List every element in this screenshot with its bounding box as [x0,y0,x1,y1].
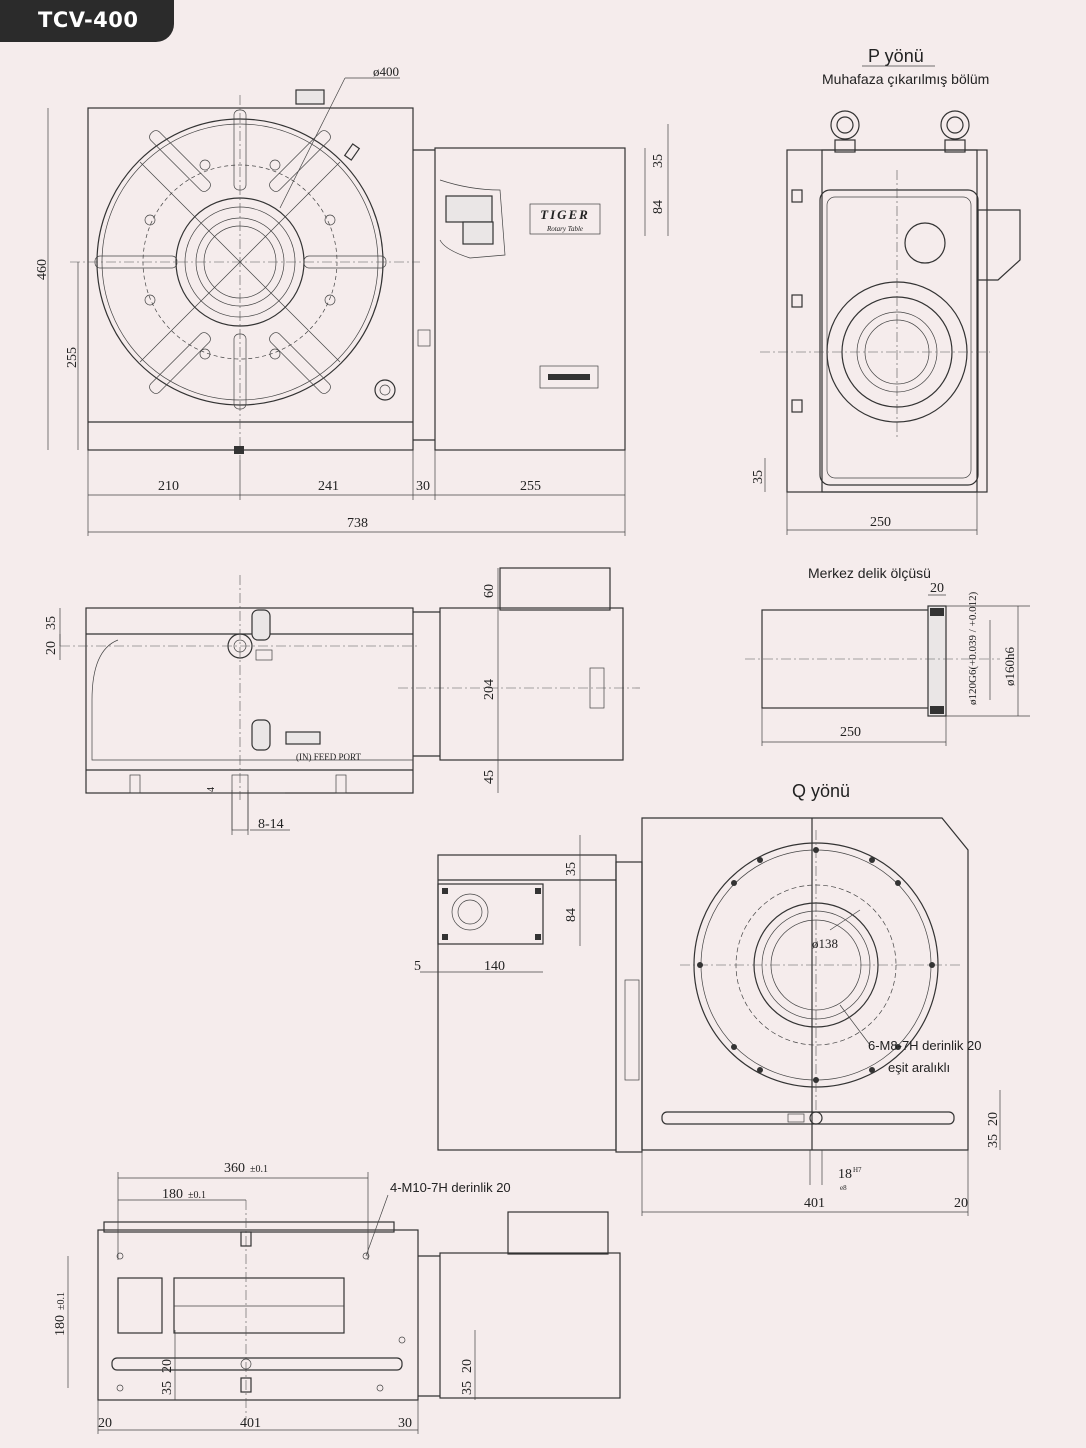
top-dim-180-tol: ±0.1 [188,1190,206,1201]
q-dim-401: 401 [804,1196,825,1211]
dim-35: 35 [651,154,666,168]
top-dim-30: 30 [398,1416,412,1431]
dim-30: 30 [416,479,430,494]
side-dim-20: 20 [44,641,59,655]
side-dim-45: 45 [482,770,497,784]
top-view: 360 ±0.1 180 ±0.1 4-M10-7H derinlik 20 1… [53,1161,621,1434]
ch-dim-250: 250 [840,725,861,740]
top-dim-360-tol: ±0.1 [250,1164,268,1175]
dim-241: 241 [318,479,339,494]
q-dim-138: ø138 [812,936,838,951]
front-view: TIGER Rotary Table ø400 460 255 35 84 21… [35,64,669,536]
p-dim-250: 250 [870,515,891,530]
q-dim-35b: 35 [986,1134,1001,1148]
center-hole-title: Merkez delik ölçüsü [808,565,931,581]
top-dim-20: 20 [160,1359,175,1373]
p-dim-35: 35 [751,470,766,484]
q-dim-18-tol-bot: e8 [840,1184,847,1192]
top-dim-35-right: 35 [460,1381,475,1395]
q-dim-35: 35 [564,862,579,876]
m10-note: 4-M10-7H derinlik 20 [390,1180,511,1195]
q-dim-18: 18 [838,1167,852,1182]
m8-note-2: eşit aralıklı [888,1060,950,1075]
top-dim-35: 35 [160,1381,175,1395]
side-dim-60: 60 [482,584,497,598]
side-dim-204: 204 [482,679,497,700]
side-dim-35: 35 [44,616,59,630]
top-dim-180: 180 [162,1187,183,1202]
dim-255-vertical: 255 [65,347,80,368]
side-dim-8-14: 8-14 [258,817,284,832]
ch-dim-20: 20 [930,581,944,596]
q-dim-20b: 20 [954,1196,968,1211]
brand-sub-label: Rotary Table [546,225,583,233]
dim-460: 460 [35,259,50,280]
top-dim-180-vertical: 180 [53,1315,68,1336]
dim-210: 210 [158,479,179,494]
dim-table-dia: ø400 [373,64,399,79]
dim-84: 84 [651,200,666,214]
top-dim-20-right: 20 [460,1359,475,1373]
q-dim-18-tol-top: H7 [853,1166,862,1174]
top-dim-180-vertical-tol: ±0.1 [56,1292,67,1310]
p-view: P yönü Muhafaza çıkarılmış bölüm 35 250 [751,46,1021,535]
q-dim-140: 140 [484,959,505,974]
top-dim-20-bottom: 20 [98,1416,112,1431]
dim-255-horizontal: 255 [520,479,541,494]
q-dim-84: 84 [564,908,579,922]
p-view-title: P yönü [868,46,924,66]
side-view: (IN) FEED PORT 35 20 60 204 45 4 8- [44,567,640,835]
model-tab: TCV-400 [0,0,174,42]
model-title: TCV-400 [38,8,139,32]
q-view: Q yönü 35 84 5 140 [414,781,1001,1216]
side-dim-4: 4 [206,787,217,792]
ch-dim-160: ø160h6 [1002,647,1017,687]
q-dim-20: 20 [986,1112,1001,1126]
ch-dim-120: ø120G6(+0.039 / +0.012) [967,591,979,705]
top-dim-360: 360 [224,1161,245,1176]
center-hole-view: Merkez delik ölçüsü 20 250 ø120G6(+0.039… [745,565,1030,746]
m8-note-1: 6-M8-7H derinlik 20 [868,1038,981,1053]
feed-port-label: (IN) FEED PORT [296,752,361,762]
p-view-subtitle: Muhafaza çıkarılmış bölüm [822,71,989,87]
q-dim-5: 5 [414,959,421,974]
brand-label: TIGER [540,207,590,222]
top-dim-401: 401 [240,1416,261,1431]
dim-738: 738 [347,516,368,531]
q-view-title: Q yönü [792,781,850,801]
